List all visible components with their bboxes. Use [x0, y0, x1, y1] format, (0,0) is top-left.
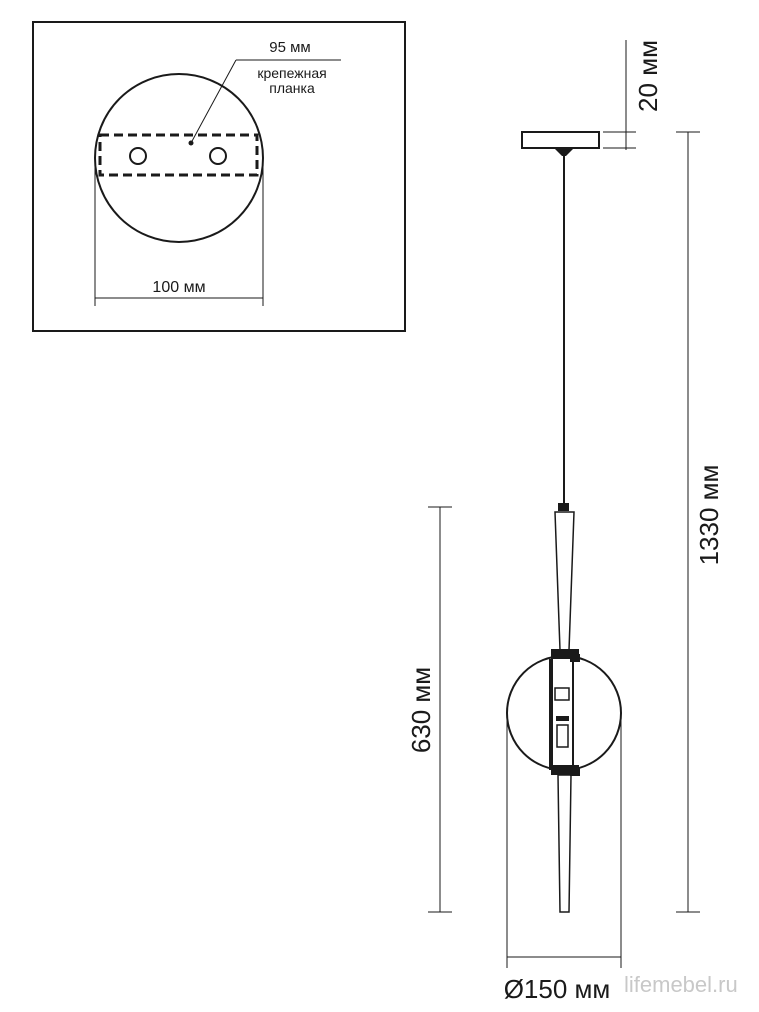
bulb-socket-upper — [554, 687, 570, 701]
holder-bottom-clamp — [551, 765, 579, 775]
screw-hole-right — [209, 147, 227, 165]
canopy-bottom-clip — [554, 148, 574, 156]
dimension-body-height: 630 мм — [406, 506, 452, 913]
canopy-height-label: 20 мм — [633, 40, 663, 112]
upper-spike — [554, 511, 575, 651]
inset-frame — [32, 21, 406, 332]
plate-leader — [190, 59, 237, 144]
plate-label-line2: планка — [269, 80, 315, 96]
bulb-socket-lower — [556, 724, 569, 748]
ring-diameter-label: Ø150 мм — [504, 974, 611, 1004]
bulb-band — [556, 716, 569, 721]
inset-panel: 95 мм крепежная планка 100 мм — [32, 21, 406, 332]
watermark: lifemebel.ru — [624, 972, 738, 997]
mounting-plate — [98, 133, 259, 177]
inset-diameter-label: 100 мм — [152, 279, 205, 296]
lower-spike — [557, 774, 572, 913]
canopy-circle — [94, 73, 264, 243]
total-height-label: 1330 мм — [694, 465, 724, 566]
inset-width-label: 95 мм — [269, 39, 310, 56]
dimension-ring-diameter: Ø150 мм — [504, 713, 622, 1004]
plate-label-line1: крепежная — [257, 65, 326, 81]
dimension-total-height: 1330 мм — [676, 131, 724, 913]
holder-bottom-nub — [570, 768, 580, 776]
globe-ring — [506, 655, 622, 771]
screw-hole-left — [129, 147, 147, 165]
body-height-label: 630 мм — [406, 667, 436, 753]
cable-grip — [558, 503, 569, 511]
holder-top-clamp — [551, 649, 579, 659]
dimension-canopy-height: 20 мм — [603, 40, 663, 150]
holder-top-nub — [570, 654, 580, 662]
canopy — [521, 131, 600, 149]
pendant-lamp — [506, 131, 622, 913]
